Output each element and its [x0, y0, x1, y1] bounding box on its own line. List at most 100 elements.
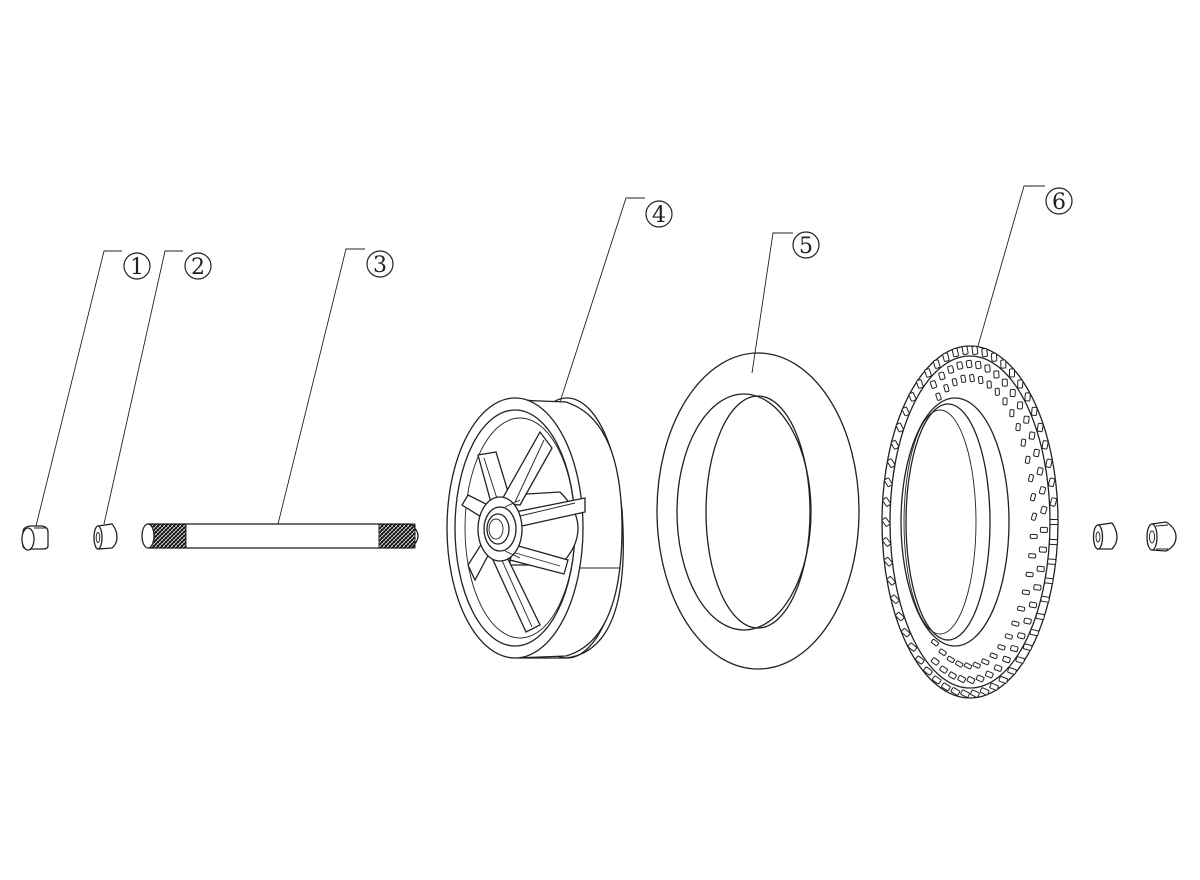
tread-block: [1028, 553, 1037, 559]
tread-block: [1035, 613, 1045, 620]
tread-block: [1041, 440, 1049, 450]
tread-block: [951, 378, 958, 387]
tread-block: [1044, 577, 1054, 585]
tread-block: [1028, 601, 1038, 609]
tread-block: [915, 379, 924, 389]
tread-block: [984, 670, 994, 679]
tread-block: [998, 676, 1009, 684]
tread-block: [890, 594, 900, 604]
tread-block: [990, 352, 998, 362]
tread-block: [960, 689, 970, 698]
tread-block: [901, 628, 911, 638]
tread-block: [1049, 519, 1059, 525]
tread-block: [924, 368, 932, 378]
tread-block: [930, 657, 940, 666]
callout-3-label: 3: [373, 253, 387, 278]
tread-block: [979, 687, 990, 696]
tread-block: [886, 576, 896, 586]
callout-5-label: 5: [799, 234, 813, 259]
tread-block: [1048, 538, 1058, 546]
tread-block: [1029, 533, 1038, 539]
tread-block: [969, 374, 975, 383]
callout-6-label: 6: [1052, 190, 1066, 215]
tread-block: [957, 675, 967, 683]
tread-block: [997, 644, 1006, 651]
tread-block: [939, 665, 948, 674]
tread-block: [881, 517, 891, 527]
tread-block: [1010, 645, 1019, 653]
tread-block: [1033, 448, 1040, 458]
spacer-left: [93, 523, 118, 550]
tread-block: [1040, 505, 1048, 515]
tread-block: [923, 666, 933, 676]
tread-block: [981, 658, 990, 666]
tread-block: [1023, 415, 1030, 424]
tread-block: [994, 387, 1000, 396]
tread-block: [1025, 571, 1034, 578]
tread-block: [975, 674, 985, 683]
tread-block: [884, 477, 893, 488]
tread-block: [981, 347, 988, 358]
tread-block: [946, 655, 955, 664]
callout-1: 1: [123, 252, 151, 280]
tread-block: [931, 675, 942, 685]
tread-block: [1007, 667, 1017, 675]
tread-block: [1022, 643, 1033, 651]
tread-block: [961, 345, 969, 355]
tread-block: [1017, 379, 1024, 389]
callout-2-label: 2: [191, 255, 205, 280]
inner-tube: [656, 352, 860, 670]
tread-block: [1047, 558, 1057, 565]
tread-block: [1049, 497, 1058, 507]
callout-6: 6: [1045, 187, 1073, 215]
tread-block: [1009, 368, 1015, 378]
tread-block: [971, 345, 979, 355]
tread-block: [938, 648, 947, 656]
tread-block: [1029, 493, 1037, 502]
tread-block: [1028, 431, 1036, 440]
tread-block: [989, 682, 999, 691]
tread-block: [1038, 546, 1047, 553]
tread-block: [938, 371, 946, 381]
tyre: [881, 345, 1059, 699]
tread-block: [1024, 392, 1031, 402]
tread-block: [908, 392, 917, 402]
tread-block: [1015, 423, 1021, 432]
tread-block: [1001, 378, 1008, 387]
tread-block: [1009, 388, 1016, 398]
tread-block: [1029, 629, 1040, 637]
tread-block: [932, 359, 941, 369]
tread-block: [943, 384, 950, 393]
tread-block: [993, 370, 1000, 379]
tread-block: [1028, 473, 1034, 483]
tread-block: [1033, 584, 1042, 591]
tread-block: [882, 497, 891, 507]
tread-block: [966, 676, 976, 684]
tread-block: [1020, 438, 1027, 447]
tread-block: [901, 406, 910, 417]
tread-block: [907, 642, 918, 652]
tread-block: [1048, 477, 1056, 488]
tread-block: [1002, 655, 1011, 664]
tread-block: [883, 557, 893, 567]
tread-block: [951, 347, 959, 358]
tread-block: [935, 392, 942, 401]
tread-block: [941, 682, 951, 692]
tread-block: [1039, 526, 1048, 533]
tread-block: [1023, 617, 1032, 625]
tread-block: [972, 661, 981, 669]
tread-block: [948, 671, 957, 680]
callout-3: 3: [366, 250, 394, 278]
tread-block: [895, 611, 905, 622]
tread-block: [989, 652, 998, 660]
tread-block: [960, 374, 967, 383]
tread-block: [1004, 633, 1013, 640]
tread-block: [1015, 656, 1025, 664]
axle: [141, 523, 419, 549]
tread-block: [986, 380, 992, 389]
callout-2: 2: [184, 252, 212, 280]
tread-block: [1038, 486, 1047, 495]
tread-block: [915, 655, 925, 665]
tread-block: [882, 537, 892, 547]
